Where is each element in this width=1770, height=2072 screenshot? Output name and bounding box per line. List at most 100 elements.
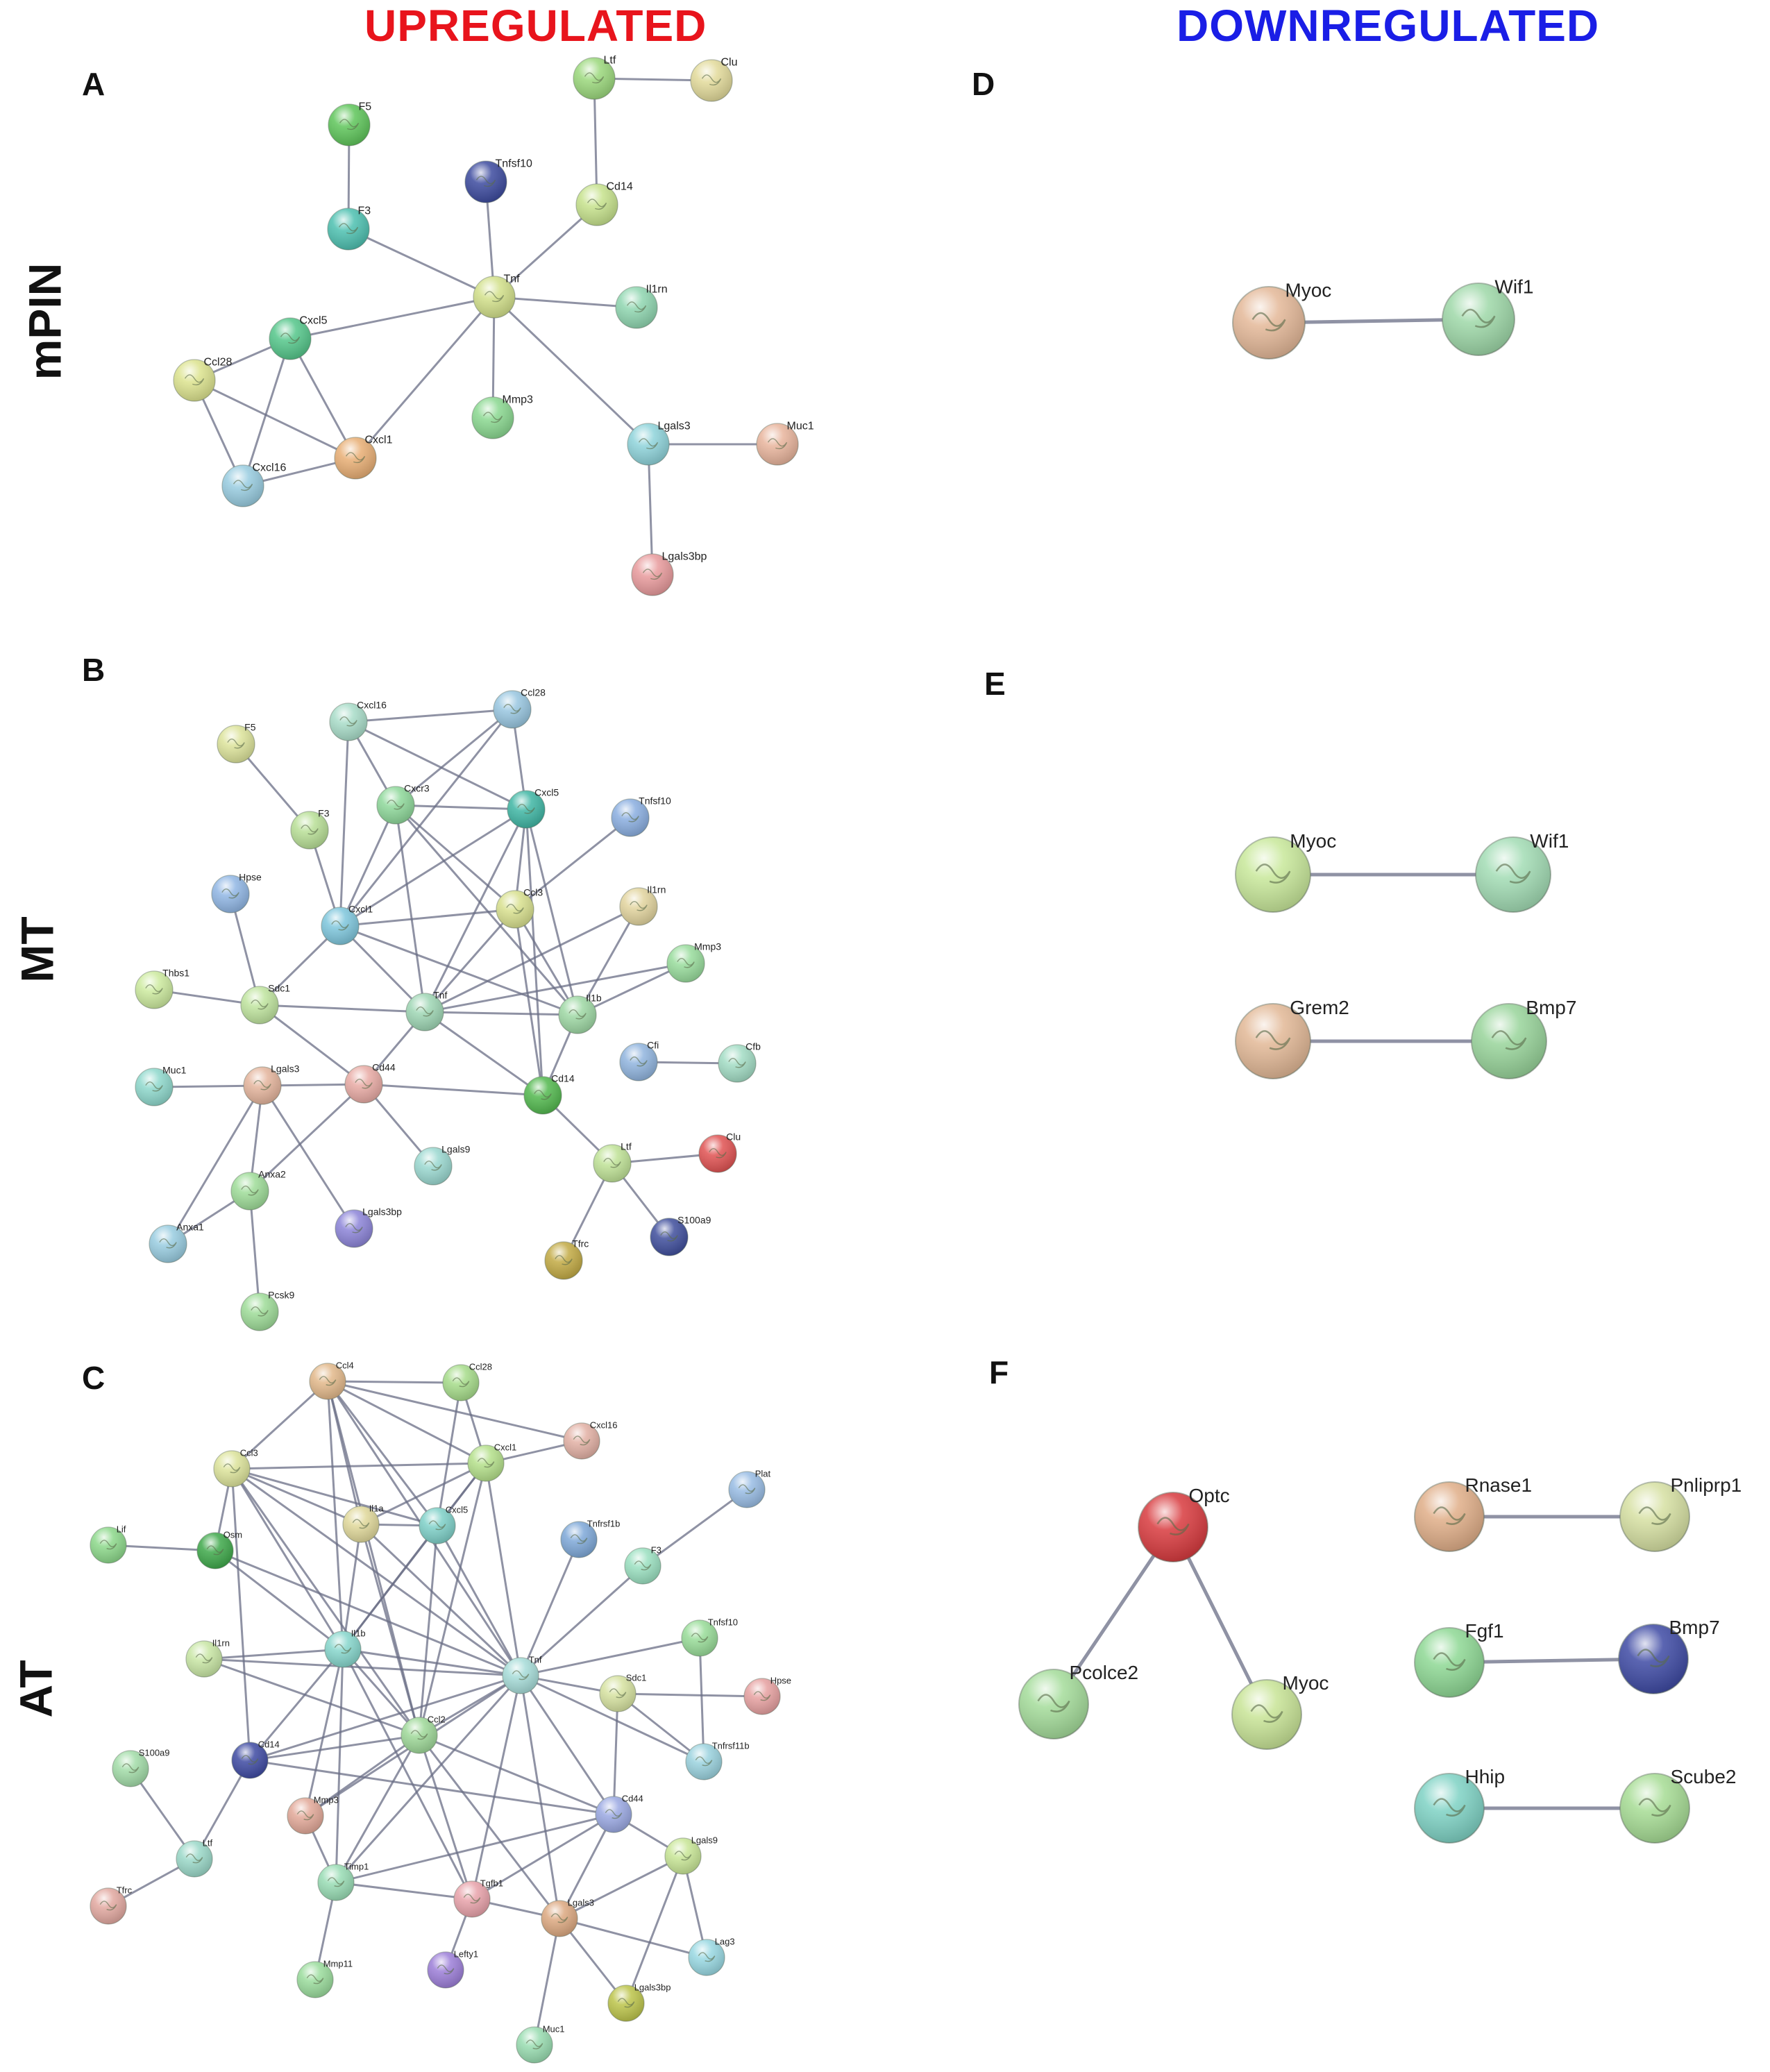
node-c-mmp3[interactable]: Mmp3 (287, 1794, 339, 1835)
node-a-f5[interactable]: F5 (328, 101, 371, 146)
node-f-myoc[interactable]: Myoc (1231, 1672, 1329, 1750)
node-b-tnf[interactable]: Tnf (405, 990, 447, 1031)
node-a-mmp3[interactable]: Mmp3 (471, 394, 533, 439)
node-b-anxa1[interactable]: Anxa1 (149, 1222, 204, 1263)
node-c-sdc1[interactable]: Sdc1 (599, 1672, 646, 1712)
node-f-hhip[interactable]: Hhip (1414, 1766, 1505, 1844)
node-a-cxcl5[interactable]: Cxcl5 (269, 314, 328, 360)
node-b-s100a9[interactable]: S100a9 (650, 1215, 711, 1256)
node-a-cxcl1[interactable]: Cxcl1 (334, 434, 393, 480)
node-b-tfrc[interactable]: Tfrc (544, 1238, 589, 1280)
node-c-cxcl1[interactable]: Cxcl1 (467, 1442, 516, 1482)
node-c-tnfrsf1b[interactable]: Tnfrsf1b (560, 1518, 620, 1558)
node-a-muc1[interactable]: Muc1 (756, 420, 814, 466)
node-f-rnase1[interactable]: Rnase1 (1414, 1474, 1532, 1552)
node-b-cxcl5[interactable]: Cxcl5 (507, 787, 559, 829)
node-c-il1a[interactable]: Il1a (342, 1503, 384, 1543)
node-c-cxcl5[interactable]: Cxcl5 (419, 1504, 468, 1544)
node-f-scube2[interactable]: Scube2 (1619, 1766, 1736, 1844)
node-a-lgals3bp[interactable]: Lgals3bp (631, 550, 707, 596)
node-a-f3[interactable]: F3 (327, 205, 371, 251)
node-c-lgals9[interactable]: Lgals9 (664, 1835, 718, 1875)
node-label: Ltf (604, 54, 616, 66)
node-c-ccl4[interactable]: Ccl4 (309, 1360, 354, 1400)
node-c-ccl28[interactable]: Ccl28 (442, 1361, 492, 1401)
node-a-ccl28[interactable]: Ccl28 (173, 356, 233, 402)
node-f-pcolce2[interactable]: Pcolce2 (1018, 1662, 1138, 1740)
node-b-cfb[interactable]: Cfb (718, 1041, 761, 1083)
node-b-muc1[interactable]: Muc1 (135, 1065, 187, 1106)
node-b-cxcr3[interactable]: Cxcr3 (376, 783, 430, 825)
node-c-muc1[interactable]: Muc1 (516, 2023, 564, 2064)
node-d-myoc[interactable]: Myoc (1232, 280, 1331, 360)
node-e-bmp7[interactable]: Bmp7 (1471, 997, 1576, 1079)
node-c-ccl3[interactable]: Ccl3 (213, 1447, 258, 1488)
node-a-tnf[interactable]: Tnf (473, 273, 520, 319)
node-c-il1rn[interactable]: Il1rn (185, 1637, 230, 1678)
node-f-pnliprp1[interactable]: Pnliprp1 (1619, 1474, 1742, 1552)
node-c-ccl2[interactable]: Ccl2 (401, 1714, 446, 1754)
node-c-lefty1[interactable]: Lefty1 (427, 1948, 478, 1989)
node-b-hpse[interactable]: Hpse (211, 872, 262, 913)
node-b-lgals3bp[interactable]: Lgals3bp (335, 1206, 402, 1248)
node-b-ccl3[interactable]: Ccl3 (496, 887, 543, 929)
node-c-s100a9[interactable]: S100a9 (112, 1747, 170, 1787)
node-b-lgals3[interactable]: Lgals3 (243, 1063, 300, 1105)
node-b-anxa2[interactable]: Anxa2 (230, 1169, 286, 1211)
node-c-tnfrsf11b[interactable]: Tnfrsf11b (685, 1740, 750, 1780)
node-b-cd44[interactable]: Cd44 (344, 1062, 396, 1104)
node-b-ccl28[interactable]: Ccl28 (493, 687, 546, 729)
node-e-grem2[interactable]: Grem2 (1235, 997, 1349, 1079)
node-a-cd14[interactable]: Cd14 (575, 180, 633, 226)
node-c-tgfb1[interactable]: Tgfb1 (453, 1878, 503, 1918)
node-c-lgals3bp[interactable]: Lgals3bp (607, 1982, 671, 2022)
node-a-clu[interactable]: Clu (690, 56, 738, 102)
node-c-cd44[interactable]: Cd44 (595, 1793, 643, 1833)
edge-b-cd44-cd14 (363, 1083, 543, 1097)
node-b-il1rn[interactable]: Il1rn (619, 884, 666, 926)
node-a-lgals3[interactable]: Lgals3 (627, 420, 691, 466)
node-c-timp1[interactable]: Timp1 (317, 1861, 369, 1901)
node-b-cxcl16[interactable]: Cxcl16 (329, 700, 387, 741)
node-a-il1rn[interactable]: Il1rn (615, 283, 668, 329)
node-b-f3[interactable]: F3 (290, 808, 330, 850)
node-b-sdc1[interactable]: Sdc1 (240, 983, 290, 1025)
node-d-wif1[interactable]: Wif1 (1442, 276, 1533, 356)
node-b-cd14[interactable]: Cd14 (523, 1073, 575, 1115)
node-e-myoc[interactable]: Myoc (1235, 830, 1336, 913)
node-b-lgals9[interactable]: Lgals9 (414, 1144, 471, 1186)
node-b-thbs1[interactable]: Thbs1 (135, 968, 189, 1009)
node-b-cxcl1[interactable]: Cxcl1 (321, 904, 373, 945)
node-c-ltf[interactable]: Ltf (176, 1837, 213, 1878)
node-c-lif[interactable]: Lif (90, 1524, 127, 1564)
node-a-tnfsf10[interactable]: Tnfsf10 (464, 158, 532, 203)
node-c-cd14[interactable]: Cd14 (231, 1739, 280, 1779)
node-b-f5[interactable]: F5 (217, 722, 256, 764)
node-c-f3[interactable]: F3 (624, 1544, 661, 1585)
node-f-bmp7[interactable]: Bmp7 (1618, 1617, 1720, 1694)
node-a-cxcl16[interactable]: Cxcl16 (221, 462, 287, 507)
node-c-lag3[interactable]: Lag3 (688, 1936, 735, 1976)
node-c-hpse[interactable]: Hpse (743, 1675, 791, 1715)
node-c-plat[interactable]: Plat (728, 1468, 770, 1508)
node-c-il1b[interactable]: Il1b (324, 1628, 366, 1668)
node-b-pcsk9[interactable]: Pcsk9 (240, 1290, 294, 1331)
node-c-mmp11[interactable]: Mmp11 (296, 1958, 353, 1998)
node-f-optc[interactable]: Optc (1138, 1485, 1230, 1563)
node-b-il1b[interactable]: Il1b (558, 993, 602, 1034)
node-c-tnfsf10[interactable]: Tnfsf10 (681, 1617, 738, 1657)
node-c-osm[interactable]: Osm (196, 1529, 242, 1569)
node-b-ltf[interactable]: Ltf (593, 1141, 632, 1183)
node-b-mmp3[interactable]: Mmp3 (666, 941, 721, 983)
node-f-fgf1[interactable]: Fgf1 (1414, 1620, 1504, 1698)
node-c-cxcl16[interactable]: Cxcl16 (563, 1420, 617, 1460)
node-c-lgals3[interactable]: Lgals3 (541, 1897, 594, 1937)
node-b-clu[interactable]: Clu (698, 1131, 741, 1173)
node-label: Lif (117, 1524, 126, 1534)
node-b-cfi[interactable]: Cfi (619, 1040, 659, 1081)
node-c-tnf[interactable]: Tnf (502, 1654, 542, 1694)
node-e-wif1[interactable]: Wif1 (1475, 830, 1569, 913)
node-b-tnfsf10[interactable]: Tnfsf10 (611, 795, 671, 837)
node-c-tfrc[interactable]: Tfrc (90, 1885, 133, 1925)
node-a-ltf[interactable]: Ltf (573, 54, 616, 100)
